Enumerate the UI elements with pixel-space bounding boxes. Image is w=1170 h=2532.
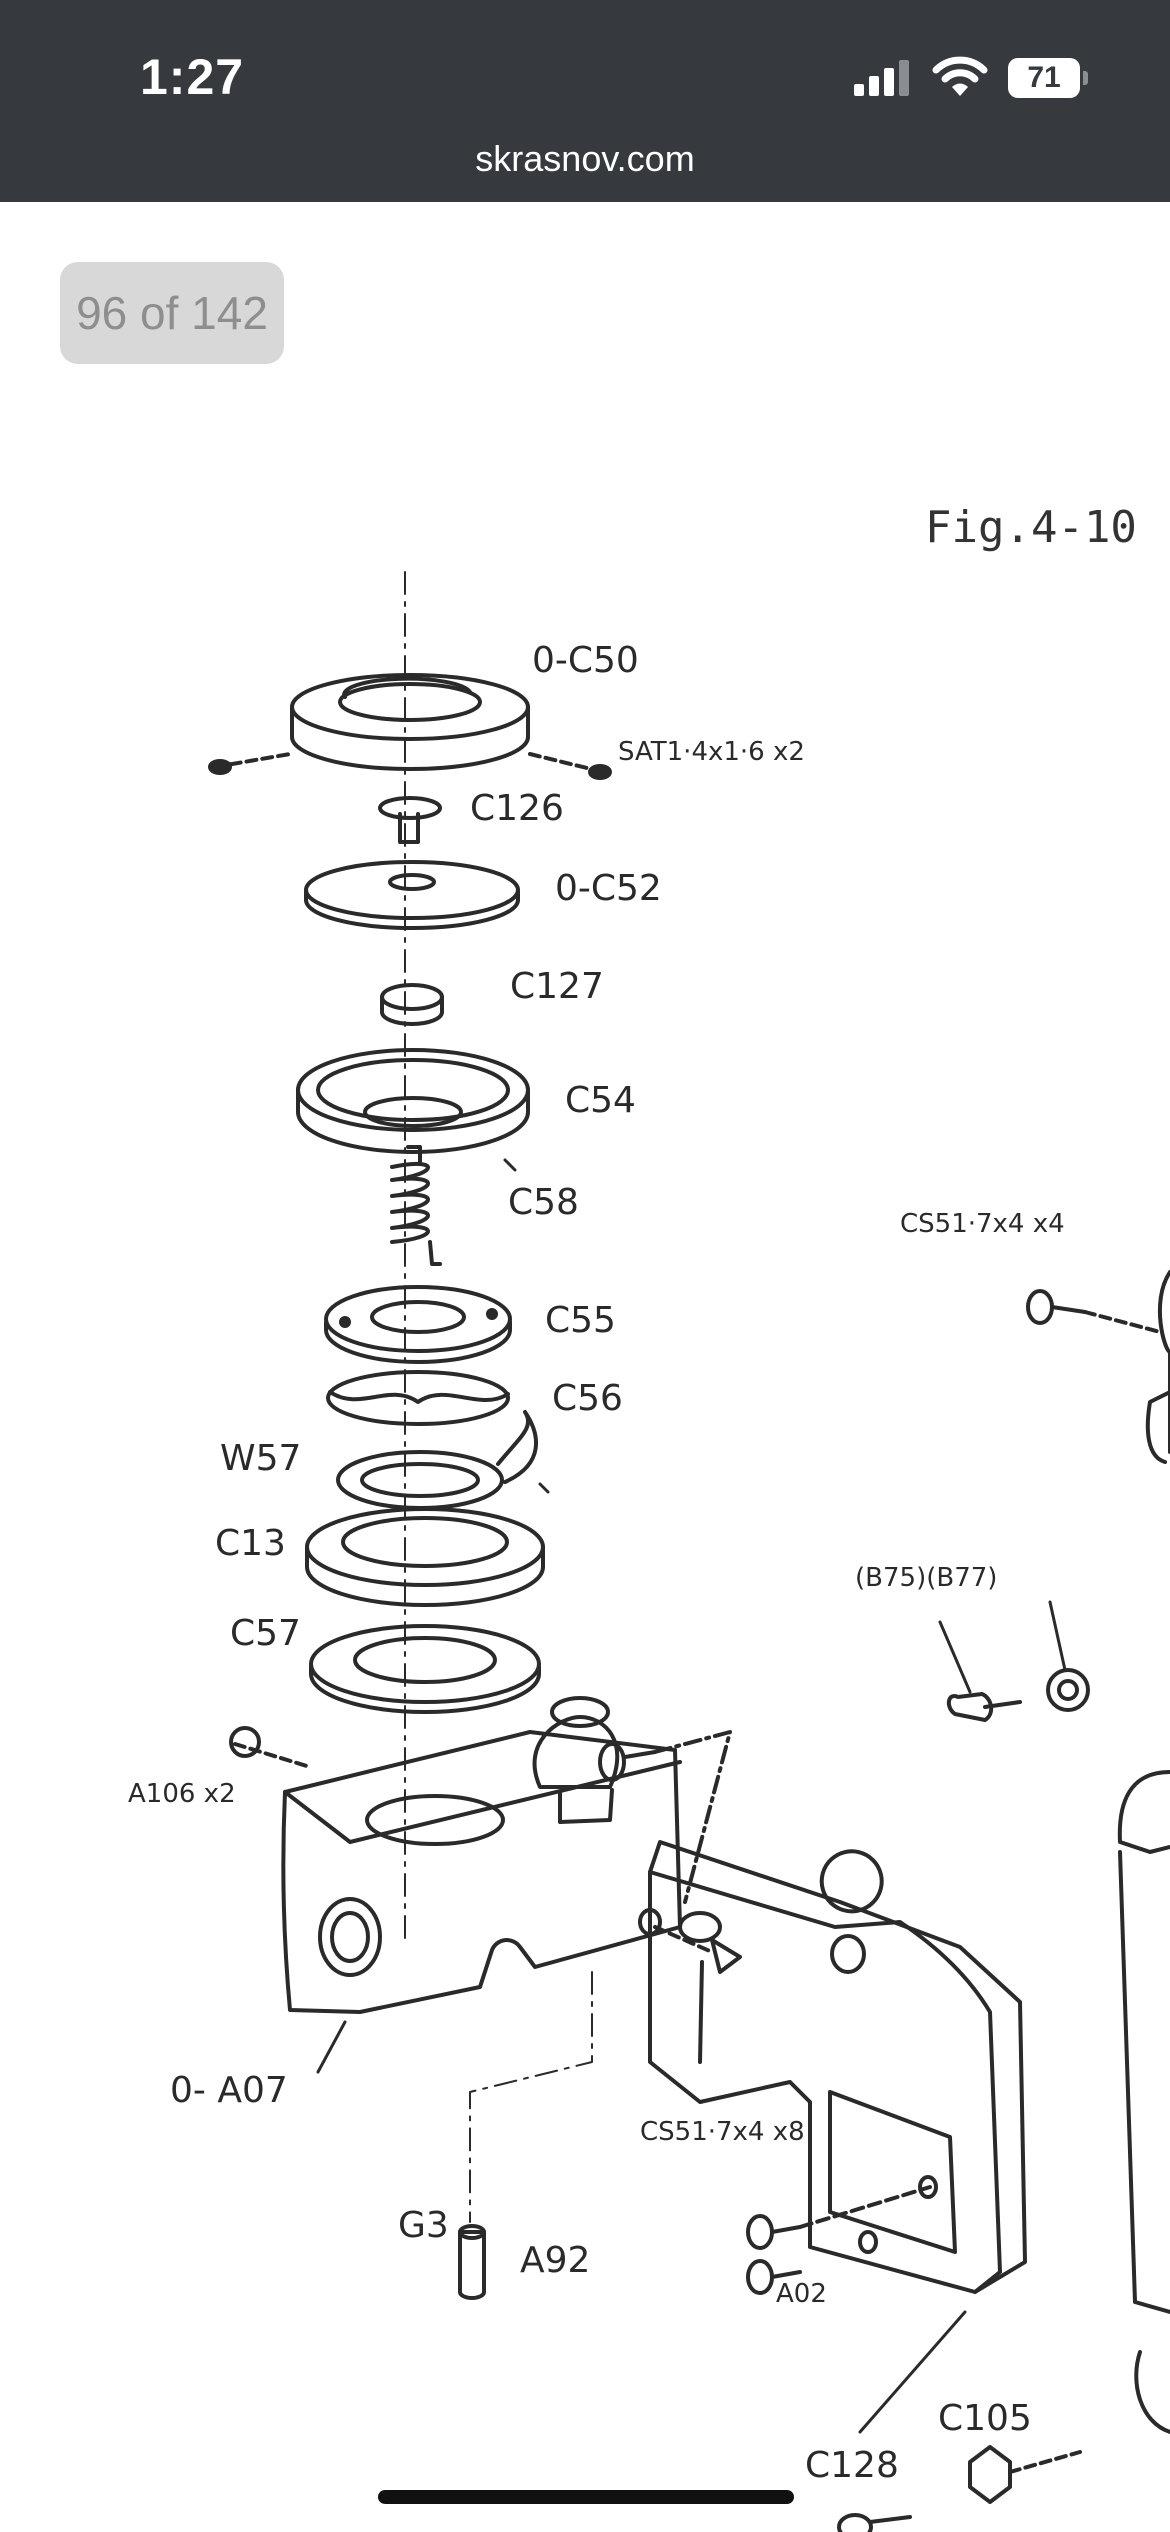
battery-icon: 71 bbox=[1008, 58, 1088, 100]
label-a02: A02 bbox=[776, 2279, 827, 2309]
figure-title: Fig.4-10 bbox=[925, 502, 1137, 553]
home-indicator[interactable] bbox=[378, 2490, 794, 2504]
status-bar: 1:27 71 skrasnov.com bbox=[0, 0, 1170, 202]
part-c57 bbox=[309, 1624, 541, 1714]
label-oa07: 0- A07 bbox=[170, 2070, 288, 2111]
part-oc50 bbox=[208, 673, 612, 780]
label-oc52: 0-C52 bbox=[555, 868, 662, 909]
label-c58: C58 bbox=[508, 1182, 579, 1223]
part-c105-c128 bbox=[837, 2445, 1082, 2532]
screws bbox=[598, 1289, 1162, 2295]
label-cs-top: CS51·7x4 x4 bbox=[900, 1209, 1065, 1239]
part-c55 bbox=[324, 1285, 512, 1364]
partial-parts-right bbox=[1117, 1270, 1170, 2434]
part-c56 bbox=[326, 1370, 510, 1426]
label-c13: C13 bbox=[215, 1523, 286, 1564]
part-oc52 bbox=[304, 860, 520, 930]
leader-lines bbox=[316, 1158, 967, 2434]
wifi-icon bbox=[932, 56, 988, 96]
document-page[interactable] bbox=[0, 202, 1170, 2532]
part-b75-b77 bbox=[938, 1600, 1090, 1722]
page-counter: 96 of 142 bbox=[60, 262, 284, 364]
battery-level: 71 bbox=[1027, 61, 1061, 94]
battery-tip bbox=[1083, 71, 1088, 85]
label-w57: W57 bbox=[220, 1438, 301, 1479]
label-c128: C128 bbox=[805, 2445, 899, 2486]
label-cs-bottom: CS51·7x4 x8 bbox=[640, 2117, 805, 2147]
status-time: 1:27 bbox=[140, 49, 245, 105]
label-a92: A92 bbox=[520, 2240, 590, 2281]
label-g3: G3 bbox=[398, 2205, 449, 2246]
label-c105: C105 bbox=[938, 2398, 1032, 2439]
label-c54: C54 bbox=[565, 1080, 636, 1121]
part-oa07 bbox=[229, 1696, 742, 2014]
part-c58 bbox=[390, 1145, 442, 1266]
label-c56: C56 bbox=[552, 1378, 623, 1419]
address-url[interactable]: skrasnov.com bbox=[475, 138, 695, 179]
label-oc50: 0-C50 bbox=[532, 640, 639, 681]
label-c55: C55 bbox=[545, 1300, 616, 1341]
part-c54 bbox=[296, 1048, 530, 1154]
label-sat: SAT1·4x1·6 x2 bbox=[618, 737, 805, 767]
label-c127: C127 bbox=[510, 966, 604, 1007]
label-a106: A106 x2 bbox=[128, 1779, 236, 1809]
part-c127 bbox=[380, 983, 444, 1026]
signal-icon bbox=[854, 60, 909, 96]
part-c13 bbox=[305, 1507, 545, 1607]
part-c126 bbox=[378, 796, 442, 844]
battery-body bbox=[1008, 58, 1080, 98]
label-b75-b77: (B75)(B77) bbox=[855, 1563, 997, 1593]
label-c126: C126 bbox=[470, 788, 564, 829]
exploded-parts-diagram: Fig.4-10 0-C50 SAT1·4x1·6 x2 C126 0-C52 … bbox=[128, 502, 1170, 2532]
part-a92 bbox=[458, 1971, 593, 2300]
label-c57: C57 bbox=[230, 1613, 301, 1654]
part-w57 bbox=[336, 1410, 538, 1510]
part-a02 bbox=[648, 1840, 1027, 2294]
